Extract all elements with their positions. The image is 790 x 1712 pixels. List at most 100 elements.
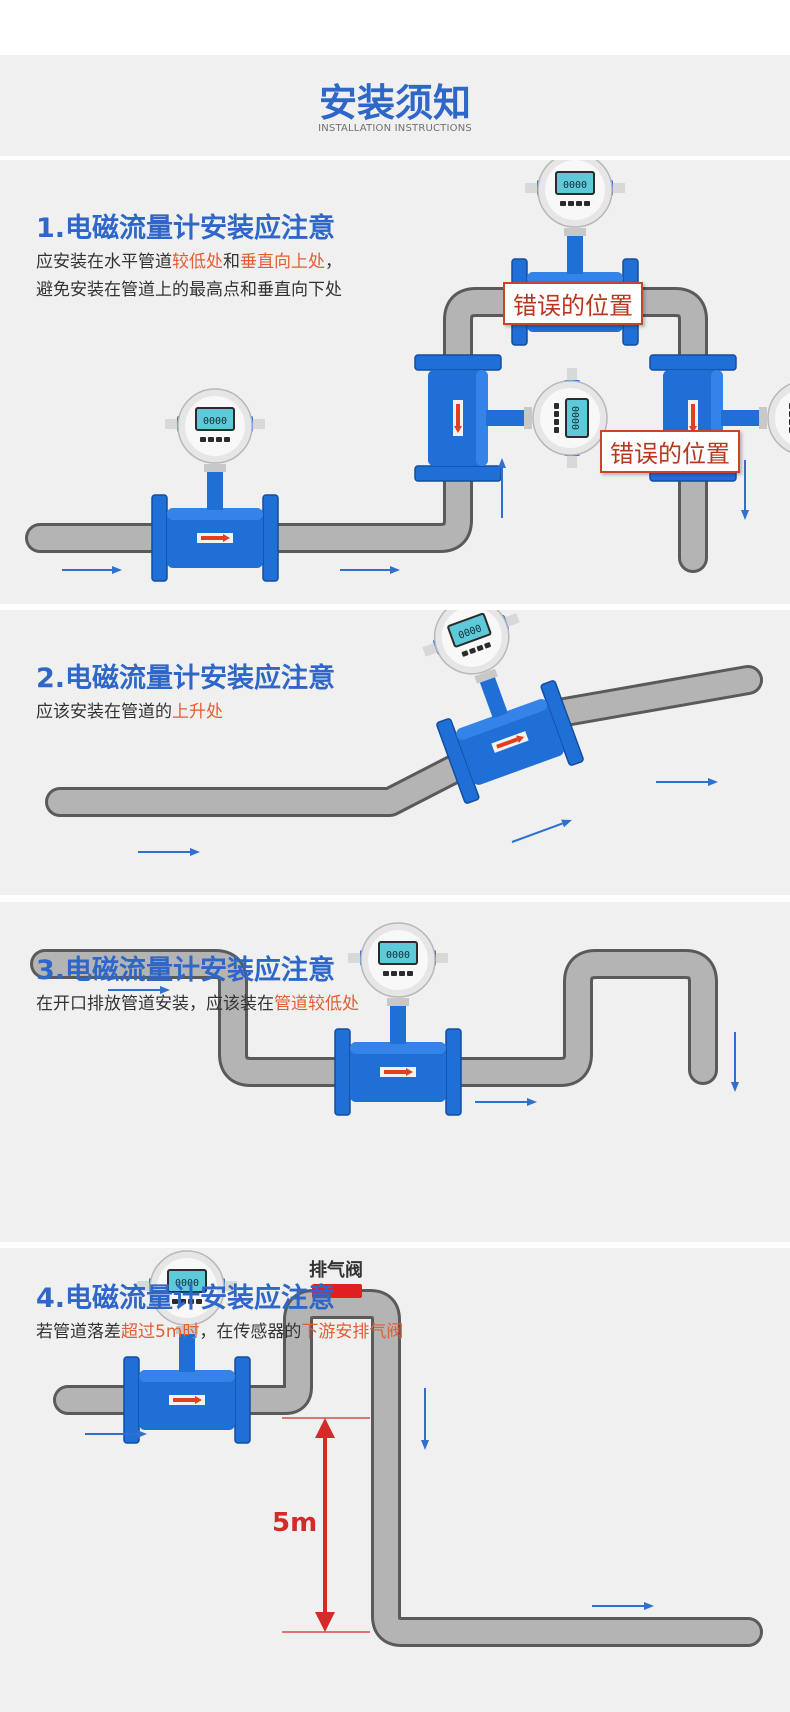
desc-text: 应安装在水平管道 bbox=[36, 252, 172, 272]
meter-flange-left bbox=[414, 354, 502, 371]
meter-cable-gland bbox=[137, 1281, 149, 1291]
meter-neck-ring bbox=[524, 407, 532, 429]
flow-arrow bbox=[592, 1602, 654, 1610]
flow-arrow bbox=[656, 778, 718, 786]
wrong-position-label: 错误的位置 bbox=[600, 430, 740, 473]
exhaust-valve-label: 排气阀 bbox=[309, 1260, 363, 1281]
meter-flange-right bbox=[414, 465, 502, 482]
meter-body-highlight bbox=[527, 272, 623, 284]
meter-flange-right bbox=[445, 1028, 462, 1116]
meter-display-reading: 0000 bbox=[386, 950, 410, 961]
meter-display-reading: 0000 bbox=[563, 180, 587, 191]
meter-key bbox=[554, 403, 559, 409]
meter-key bbox=[407, 971, 413, 976]
desc-highlight: 上升处 bbox=[172, 702, 223, 722]
arrow-head bbox=[160, 986, 170, 994]
meter-key bbox=[554, 411, 559, 417]
meter-neck-ring bbox=[176, 1326, 198, 1334]
meter-neck bbox=[390, 1004, 406, 1044]
arrow-head bbox=[731, 1082, 739, 1092]
section-1-description: 应安装在水平管道较低处和垂直向上处， 避免安装在管道上的最高点和垂直向下处 bbox=[36, 248, 342, 304]
arrow-head bbox=[498, 458, 506, 468]
meter-neck bbox=[486, 410, 526, 426]
meter-cable-gland bbox=[436, 953, 448, 963]
meter-neck-ring bbox=[204, 464, 226, 472]
meter-key bbox=[196, 1299, 202, 1304]
meter-key bbox=[172, 1299, 178, 1304]
meter-body-highlight bbox=[167, 508, 263, 520]
section-1-illustration: 0000 0000 0000 0000 bbox=[25, 160, 790, 582]
meter-direction-arrow-head bbox=[195, 1396, 202, 1404]
section-3-illustration: 0000 bbox=[30, 922, 739, 1116]
wrong-position-label: 错误的位置 bbox=[503, 282, 643, 325]
section-3-title: 3.电磁流量计安装应注意 bbox=[36, 955, 336, 986]
meter-key bbox=[554, 419, 559, 425]
arrow-head bbox=[137, 1430, 147, 1438]
meter-key bbox=[461, 650, 469, 657]
meter-neck bbox=[207, 470, 223, 510]
section-2-illustration: 0000 bbox=[45, 610, 763, 856]
section-4-illustration: 0000 bbox=[53, 1250, 763, 1647]
meter-direction-arrow-head bbox=[454, 426, 462, 433]
drop-height-label: 5m bbox=[272, 1508, 318, 1538]
pipe bbox=[33, 952, 715, 1084]
meter-neck bbox=[721, 410, 761, 426]
flow-arrow bbox=[62, 566, 122, 574]
section-2-description: 应该安装在管道的上升处 bbox=[36, 698, 223, 726]
meter-display bbox=[565, 398, 589, 438]
flow-meter-rising: 0000 bbox=[422, 610, 584, 804]
flow-arrow bbox=[340, 566, 400, 574]
meter-key bbox=[476, 644, 484, 652]
page-subtitle: INSTALLATION INSTRUCTIONS bbox=[318, 123, 472, 134]
meter-direction-arrow-shaft bbox=[496, 737, 519, 749]
meter-direction-arrow-shaft bbox=[456, 404, 460, 426]
flow-arrow bbox=[138, 848, 200, 856]
meter-cable-gland bbox=[348, 953, 360, 963]
meter-key bbox=[391, 971, 397, 976]
flow-arrow bbox=[511, 819, 572, 843]
meter-cable-gland bbox=[165, 419, 177, 429]
meter-display-reading: 0000 bbox=[569, 406, 580, 430]
meter-neck bbox=[479, 675, 508, 719]
meter-key bbox=[216, 437, 222, 442]
desc-text: 在开口排放管道安装，应该装在 bbox=[36, 994, 274, 1014]
meter-cable-gland bbox=[225, 1281, 237, 1291]
meter-body-highlight bbox=[476, 370, 488, 466]
section-2: 0000 2.电磁流量计安装应注意 应该安装在管道的上升处 bbox=[0, 610, 790, 895]
arrow-head bbox=[527, 1098, 537, 1106]
arrow-head bbox=[708, 778, 718, 786]
header-panel: 安装须知 INSTALLATION INSTRUCTIONS bbox=[0, 55, 790, 156]
meter-direction-arrow-head bbox=[406, 1068, 413, 1076]
meter-key bbox=[399, 971, 405, 976]
meter-display bbox=[555, 171, 595, 195]
meter-direction-arrow-shaft bbox=[691, 404, 695, 426]
arrow-head bbox=[112, 566, 122, 574]
meter-flange-left bbox=[436, 718, 480, 804]
flow-arrow-down bbox=[731, 1032, 739, 1092]
meter-flange-right bbox=[234, 1356, 251, 1444]
meter-cable-gland bbox=[525, 183, 537, 193]
meter-cable-gland bbox=[253, 419, 265, 429]
pipe-outline bbox=[53, 1289, 763, 1647]
meter-direction-arrow-head bbox=[516, 735, 525, 744]
meter-direction-arrow-shaft bbox=[384, 1070, 406, 1074]
desc-text: ，在传感器的 bbox=[199, 1322, 302, 1342]
meter-neck-ring bbox=[564, 228, 586, 236]
meter-display bbox=[167, 1269, 207, 1293]
flow-arrow-down bbox=[421, 1388, 429, 1450]
desc-highlight: 较低处 bbox=[172, 252, 223, 272]
meter-direction-arrow-head bbox=[223, 534, 230, 542]
meter-body-highlight bbox=[139, 1370, 235, 1382]
meter-neck-ring bbox=[474, 668, 498, 684]
meter-key bbox=[560, 201, 566, 206]
meter-cable-gland bbox=[422, 643, 438, 657]
flow-arrow bbox=[85, 1430, 147, 1438]
desc-highlight: 超过5m时 bbox=[121, 1322, 200, 1342]
meter-body-highlight bbox=[350, 1042, 446, 1054]
meter-key bbox=[200, 437, 206, 442]
exhaust-valve bbox=[312, 1284, 362, 1298]
meter-key bbox=[180, 1299, 186, 1304]
flow-meter-low-point: 0000 bbox=[334, 922, 462, 1116]
arrow-head bbox=[421, 1440, 429, 1450]
dimension-arrow-head-down bbox=[315, 1612, 335, 1632]
